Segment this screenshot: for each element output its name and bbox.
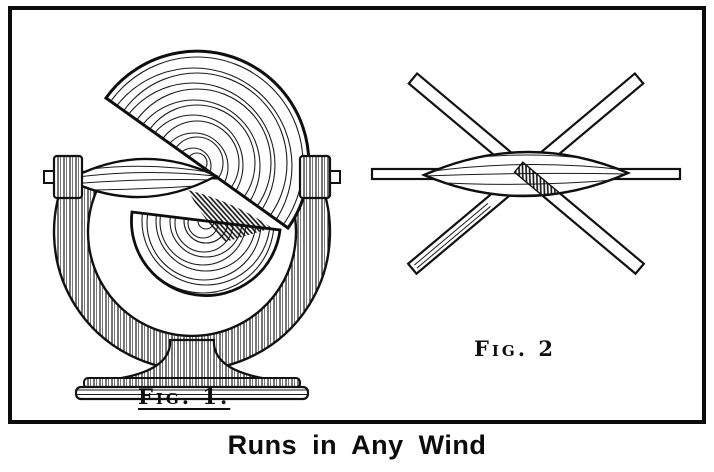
- fig1-wind-rotor-side-view-illustration: [43, 49, 341, 401]
- shaded-arm-section: [513, 161, 595, 197]
- fig1-label: Fig. 1.: [138, 384, 231, 409]
- illustration-frame: Fig. 1. Fig. 2: [8, 6, 706, 424]
- caption-title: Runs in Any Wind: [227, 430, 487, 460]
- right-bearing: [298, 154, 341, 200]
- stand-pedestal: [74, 338, 310, 401]
- fig2-label: Fig. 2: [474, 336, 556, 361]
- fig2-wind-rotor-top-view-illustration: [370, 71, 682, 276]
- rotor-hub-top-view: [420, 150, 632, 198]
- left-bearing: [43, 154, 84, 200]
- shadow-wedge: [188, 190, 272, 242]
